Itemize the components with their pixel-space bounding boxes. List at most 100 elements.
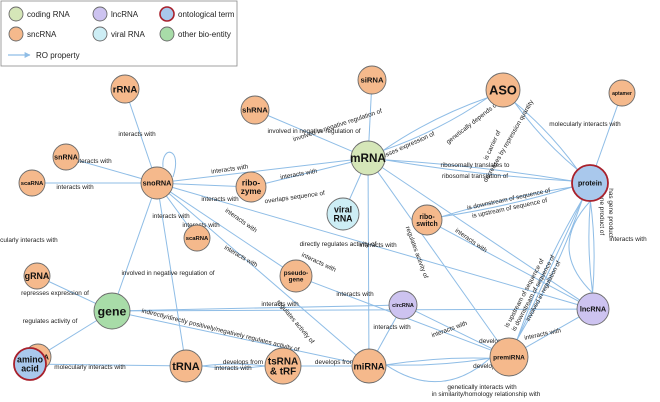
edge-label-22: molecularly interacts with bbox=[0, 237, 58, 244]
node-circle-ASO[interactable] bbox=[485, 72, 521, 108]
edge-mRNA-ribozyme-19 bbox=[265, 161, 352, 184]
edge-label-43: interacts with bbox=[524, 327, 562, 342]
edge-snoRNA-lncRNA-8 bbox=[172, 186, 578, 306]
edges bbox=[45, 93, 619, 383]
edge-label-5: interacts with bbox=[152, 213, 190, 220]
edge-label-33: interacts with bbox=[261, 301, 299, 308]
node-label-viralRNA-0: viral bbox=[334, 205, 352, 215]
edge-gRNA-gene-29 bbox=[48, 281, 96, 304]
legend-item-coding-rna: coding RNA bbox=[8, 6, 70, 22]
node-circle-viralRNA[interactable] bbox=[326, 197, 360, 231]
edge-mRNA-viralRNA-20 bbox=[349, 173, 362, 200]
node-circle-protein[interactable] bbox=[571, 164, 609, 202]
node-label-premiRNA-0: premiRNA bbox=[493, 354, 525, 361]
edge-snoRNA-rRNA-0 bbox=[129, 102, 153, 169]
node-mRNA[interactable]: mRNA bbox=[350, 140, 386, 176]
edge-riboswitch-lncRNA-50 bbox=[439, 226, 580, 302]
node-circle-gene[interactable] bbox=[93, 292, 131, 330]
node-circle-aptamer[interactable] bbox=[608, 79, 636, 107]
node-circRNA[interactable]: circRNA bbox=[388, 290, 418, 320]
edge-label-39: develops from bbox=[223, 359, 263, 366]
edge-label-2: interacts with bbox=[56, 184, 94, 191]
node-label-pseudogene-1: gene bbox=[289, 277, 304, 284]
node-circle-tsRNA[interactable] bbox=[264, 347, 302, 385]
legend-swatch-sncrna bbox=[8, 26, 24, 42]
node-gene[interactable]: gene bbox=[93, 292, 131, 330]
edge-shRNA-mRNA-12 bbox=[267, 115, 353, 152]
edge-label-8: involved in negative regulation of bbox=[267, 128, 360, 135]
node-riboswitch[interactable]: ribo-switch bbox=[411, 204, 443, 236]
edge-riboswitch-protein-24 bbox=[441, 186, 573, 218]
edge-circRNA-premiRNA-39 bbox=[415, 310, 493, 350]
node-label-riboswitch-1: switch bbox=[416, 221, 437, 228]
edge-mRNA-protein-21 bbox=[384, 159, 573, 182]
node-pseudogene[interactable]: pseudo-gene bbox=[279, 259, 313, 293]
edge-aptamer-protein-18 bbox=[595, 105, 619, 167]
node-circle-rRNA[interactable] bbox=[110, 74, 140, 104]
node-circle-snRNA[interactable] bbox=[52, 143, 80, 171]
node-label-snoRNA-0: snoRNA bbox=[143, 179, 173, 188]
legend-item-ro-property: RO property bbox=[8, 51, 80, 60]
edge-label-16: ribosomally translates to bbox=[441, 162, 510, 169]
edge-label-32: regulates activity of bbox=[23, 318, 78, 325]
node-circle-pseudogene[interactable] bbox=[279, 259, 313, 293]
legend-item-ontological-term: ontological term bbox=[159, 6, 235, 22]
node-circle-premiRNA[interactable] bbox=[489, 337, 529, 377]
node-shRNA[interactable]: shRNA bbox=[240, 95, 270, 125]
node-gRNA[interactable]: gRNA bbox=[23, 262, 51, 290]
edge-label-6: involved in negative regulation of bbox=[121, 270, 214, 277]
legend-label-ontological-term: ontological term bbox=[178, 10, 235, 19]
legend-label-lncrna: lncRNA bbox=[111, 10, 139, 19]
node-miRNA[interactable]: miRNA bbox=[351, 348, 387, 384]
node-rRNA[interactable]: rRNA bbox=[110, 74, 140, 104]
node-tRNA[interactable]: tRNA bbox=[169, 349, 203, 383]
node-label-aminoacid-0: amino bbox=[17, 355, 44, 365]
node-scaRNA_left[interactable]: scaRNA bbox=[18, 169, 46, 197]
edge-label-17: ribosomal translation of bbox=[442, 173, 508, 180]
legend-label-ro-property: RO property bbox=[36, 51, 80, 60]
edge-label-41: develops from bbox=[315, 359, 355, 366]
node-siRNA[interactable]: siRNA bbox=[357, 65, 387, 95]
node-label-rRNA-0: rRNA bbox=[113, 84, 138, 95]
legend-label-viral-rna: viral RNA bbox=[111, 30, 145, 39]
node-circle-snoRNA[interactable] bbox=[140, 166, 174, 200]
node-label-gene-0: gene bbox=[98, 304, 127, 318]
edge-premiRNA-protein-43 bbox=[516, 199, 583, 340]
node-circle-siRNA[interactable] bbox=[357, 65, 387, 95]
node-ASO[interactable]: ASO bbox=[485, 72, 521, 108]
node-snRNA[interactable]: snRNA bbox=[52, 143, 80, 171]
node-label-mRNA-0: mRNA bbox=[350, 152, 386, 165]
node-circle-mRNA[interactable] bbox=[350, 140, 386, 176]
legend-swatch-lncrna bbox=[92, 6, 108, 22]
edge-label-40: interacts with bbox=[214, 365, 252, 372]
edge-ASO-mRNA-15 bbox=[382, 97, 488, 151]
node-circle-lncRNA[interactable] bbox=[576, 292, 610, 326]
node-snoRNA[interactable]: snoRNA bbox=[140, 166, 174, 200]
node-label-tsRNA-1: & tRF bbox=[270, 367, 296, 378]
node-ribozyme[interactable]: ribo-zyme bbox=[235, 171, 267, 203]
edge-siRNA-mRNA-13 bbox=[368, 93, 372, 142]
node-tsRNA[interactable]: tsRNA& tRF bbox=[264, 347, 302, 385]
node-circle-circRNA[interactable] bbox=[388, 290, 418, 320]
node-circle-gRNA[interactable] bbox=[23, 262, 51, 290]
node-circle-tRNA[interactable] bbox=[169, 349, 203, 383]
node-circle-aminoacid[interactable] bbox=[13, 347, 47, 381]
node-scaRNA_mid[interactable]: scaRNA bbox=[183, 224, 211, 252]
node-aptamer[interactable]: aptamer bbox=[608, 79, 636, 107]
node-label-scaRNA_left-0: scaRNA bbox=[21, 181, 44, 187]
edge-tsRNA-tRNA-36 bbox=[201, 363, 266, 367]
legend-item-sncrna: sncRNA bbox=[8, 26, 57, 42]
legend-box bbox=[0, 0, 238, 67]
edge-lncRNA-protein-47 bbox=[589, 200, 595, 294]
node-circle-scaRNA_mid[interactable] bbox=[183, 224, 211, 252]
node-circle-miRNA[interactable] bbox=[351, 348, 387, 384]
node-premiRNA[interactable]: premiRNA bbox=[489, 337, 529, 377]
node-circle-shRNA[interactable] bbox=[240, 95, 270, 125]
node-protein[interactable]: protein bbox=[571, 164, 609, 202]
node-circle-riboswitch[interactable] bbox=[411, 204, 443, 236]
node-lncRNA[interactable]: lncRNA bbox=[576, 292, 610, 326]
node-circle-scaRNA_left[interactable] bbox=[18, 169, 46, 197]
node-circle-ribozyme[interactable] bbox=[235, 171, 267, 203]
